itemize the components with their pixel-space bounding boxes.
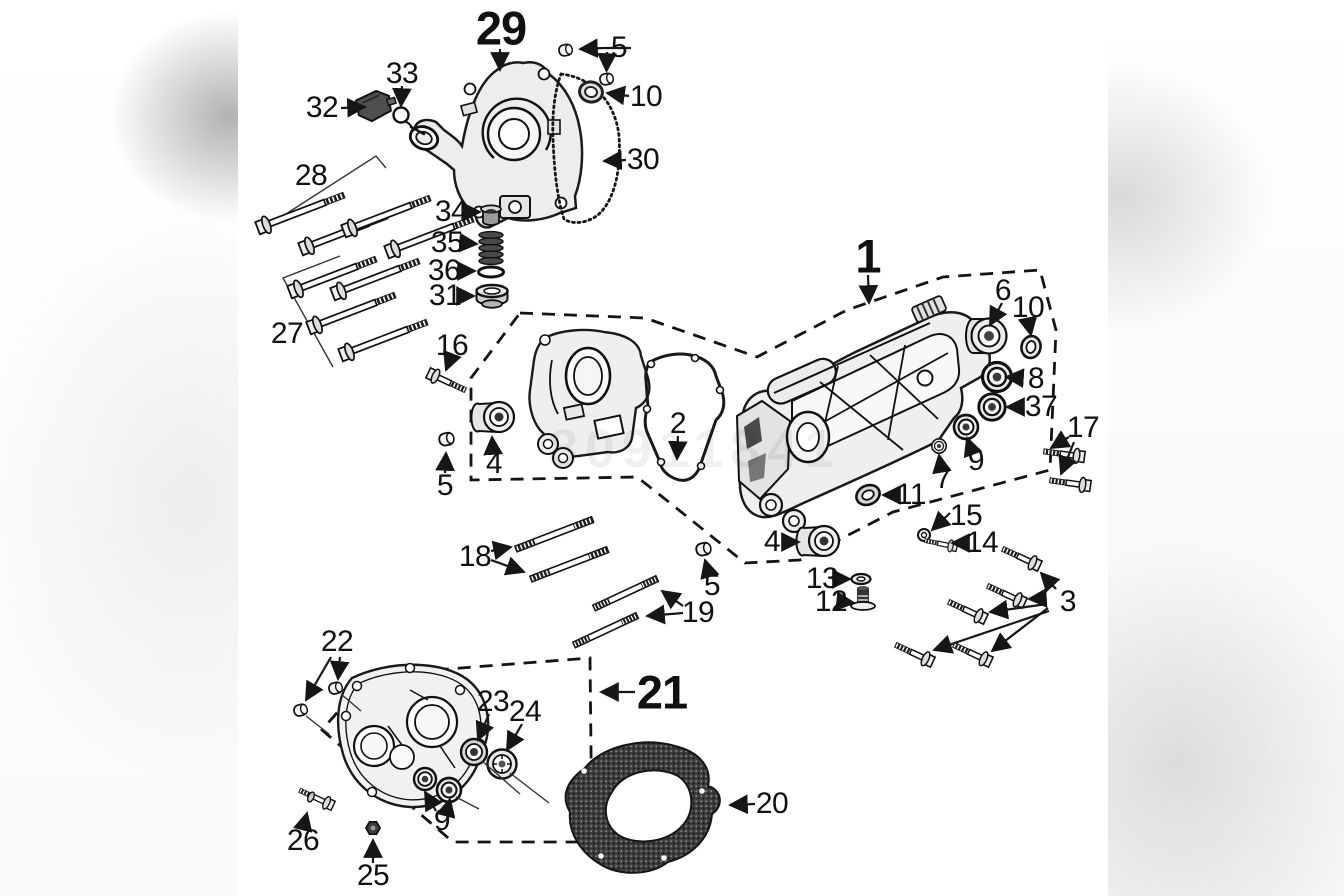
part-label-6-11: 6: [994, 274, 1012, 307]
part-label-18-28: 18: [458, 540, 492, 573]
part-label-3-32: 3: [1059, 585, 1077, 618]
part-label-36-10: 36: [427, 254, 461, 287]
part-gearbox-cover-half: [528, 328, 651, 469]
part-label-7-22: 7: [934, 462, 952, 495]
part-11-seal: [855, 483, 881, 507]
part-1-crankcase-half: [735, 295, 991, 534]
part-36-oring: [477, 265, 505, 279]
part-label-30-5: 30: [626, 143, 660, 176]
assembly-region-21-boundary: [320, 656, 594, 844]
watermark-text: 80911841: [548, 419, 842, 479]
part-label-12-31: 12: [814, 585, 848, 618]
thin-helper-lines: [305, 693, 550, 810]
part-label-22-34: 22: [320, 625, 354, 658]
part-label-34-7: 34: [434, 195, 468, 228]
part-label-37-17: 37: [1024, 390, 1058, 423]
part-15-washer: [917, 528, 931, 542]
part-label-5-30: 5: [703, 569, 721, 602]
part-label-32-4: 32: [305, 91, 339, 124]
part-label-17-19: 17: [1066, 411, 1100, 444]
part-label-19-33: 19: [681, 596, 715, 629]
part-31-cap: [475, 283, 509, 309]
callout-leader-arrows: [293, 38, 1077, 863]
part-label-11-24: 11: [895, 478, 927, 511]
part-label-5-23: 5: [436, 469, 454, 502]
part-label-15-25: 15: [949, 499, 983, 532]
assembly-region-1-boundary: [469, 268, 1058, 565]
part-label-31-12: 31: [428, 279, 462, 312]
part-2-gasket: [642, 352, 726, 482]
part-26-screw: [294, 782, 338, 814]
part-label-26-40: 26: [286, 824, 320, 857]
part-30-cover-gasket: [551, 72, 621, 224]
part-label-10-3: 10: [629, 80, 663, 113]
left-blur-margin: [0, 0, 238, 896]
part-21-gear-cover-plate: [336, 662, 490, 809]
part-label-24-37: 24: [508, 695, 542, 728]
part-label-10-13: 10: [1011, 291, 1045, 324]
part-label-35-8: 35: [430, 226, 464, 259]
part-label-29-0: 29: [475, 1, 527, 55]
part-23-bearing: [459, 737, 489, 767]
part-label-4-26: 4: [763, 525, 781, 558]
part-12-screw: [850, 586, 876, 611]
part-label-16-15: 16: [435, 329, 469, 362]
part-25-nut: [364, 821, 382, 835]
bolt-group-27: [281, 250, 431, 368]
part-20-gasket: [564, 741, 721, 874]
bolt-group-28: [254, 155, 476, 261]
part-label-14-27: 14: [965, 526, 999, 559]
part-label-27-14: 27: [270, 317, 304, 350]
right-blur-margin: [1108, 0, 1344, 896]
part-label-21-35: 21: [636, 665, 688, 719]
part-10-seal-top: [578, 80, 604, 104]
part-label-25-41: 25: [356, 859, 390, 892]
part-33-oring-dipstick: [392, 106, 426, 136]
part-29-transmission-cover: [408, 61, 584, 229]
part-13-washer: [850, 572, 872, 586]
part-label-9-39: 9: [433, 804, 451, 837]
part-label-5-1: 5: [610, 31, 628, 64]
part-6-bearing: [965, 317, 1008, 355]
part-label-28-6: 28: [294, 159, 328, 192]
part-label-1-9: 1: [855, 229, 881, 283]
part-label-13-29: 13: [805, 562, 839, 595]
part-label-4-21: 4: [485, 447, 503, 480]
part-label-8-16: 8: [1027, 362, 1045, 395]
part-label-23-36: 23: [476, 685, 510, 718]
part-label-33-2: 33: [385, 57, 419, 90]
part-label-9-20: 9: [967, 444, 985, 477]
part-label-20-38: 20: [755, 787, 789, 820]
part-label-2-18: 2: [669, 407, 687, 440]
part-35-spring: [478, 230, 504, 266]
